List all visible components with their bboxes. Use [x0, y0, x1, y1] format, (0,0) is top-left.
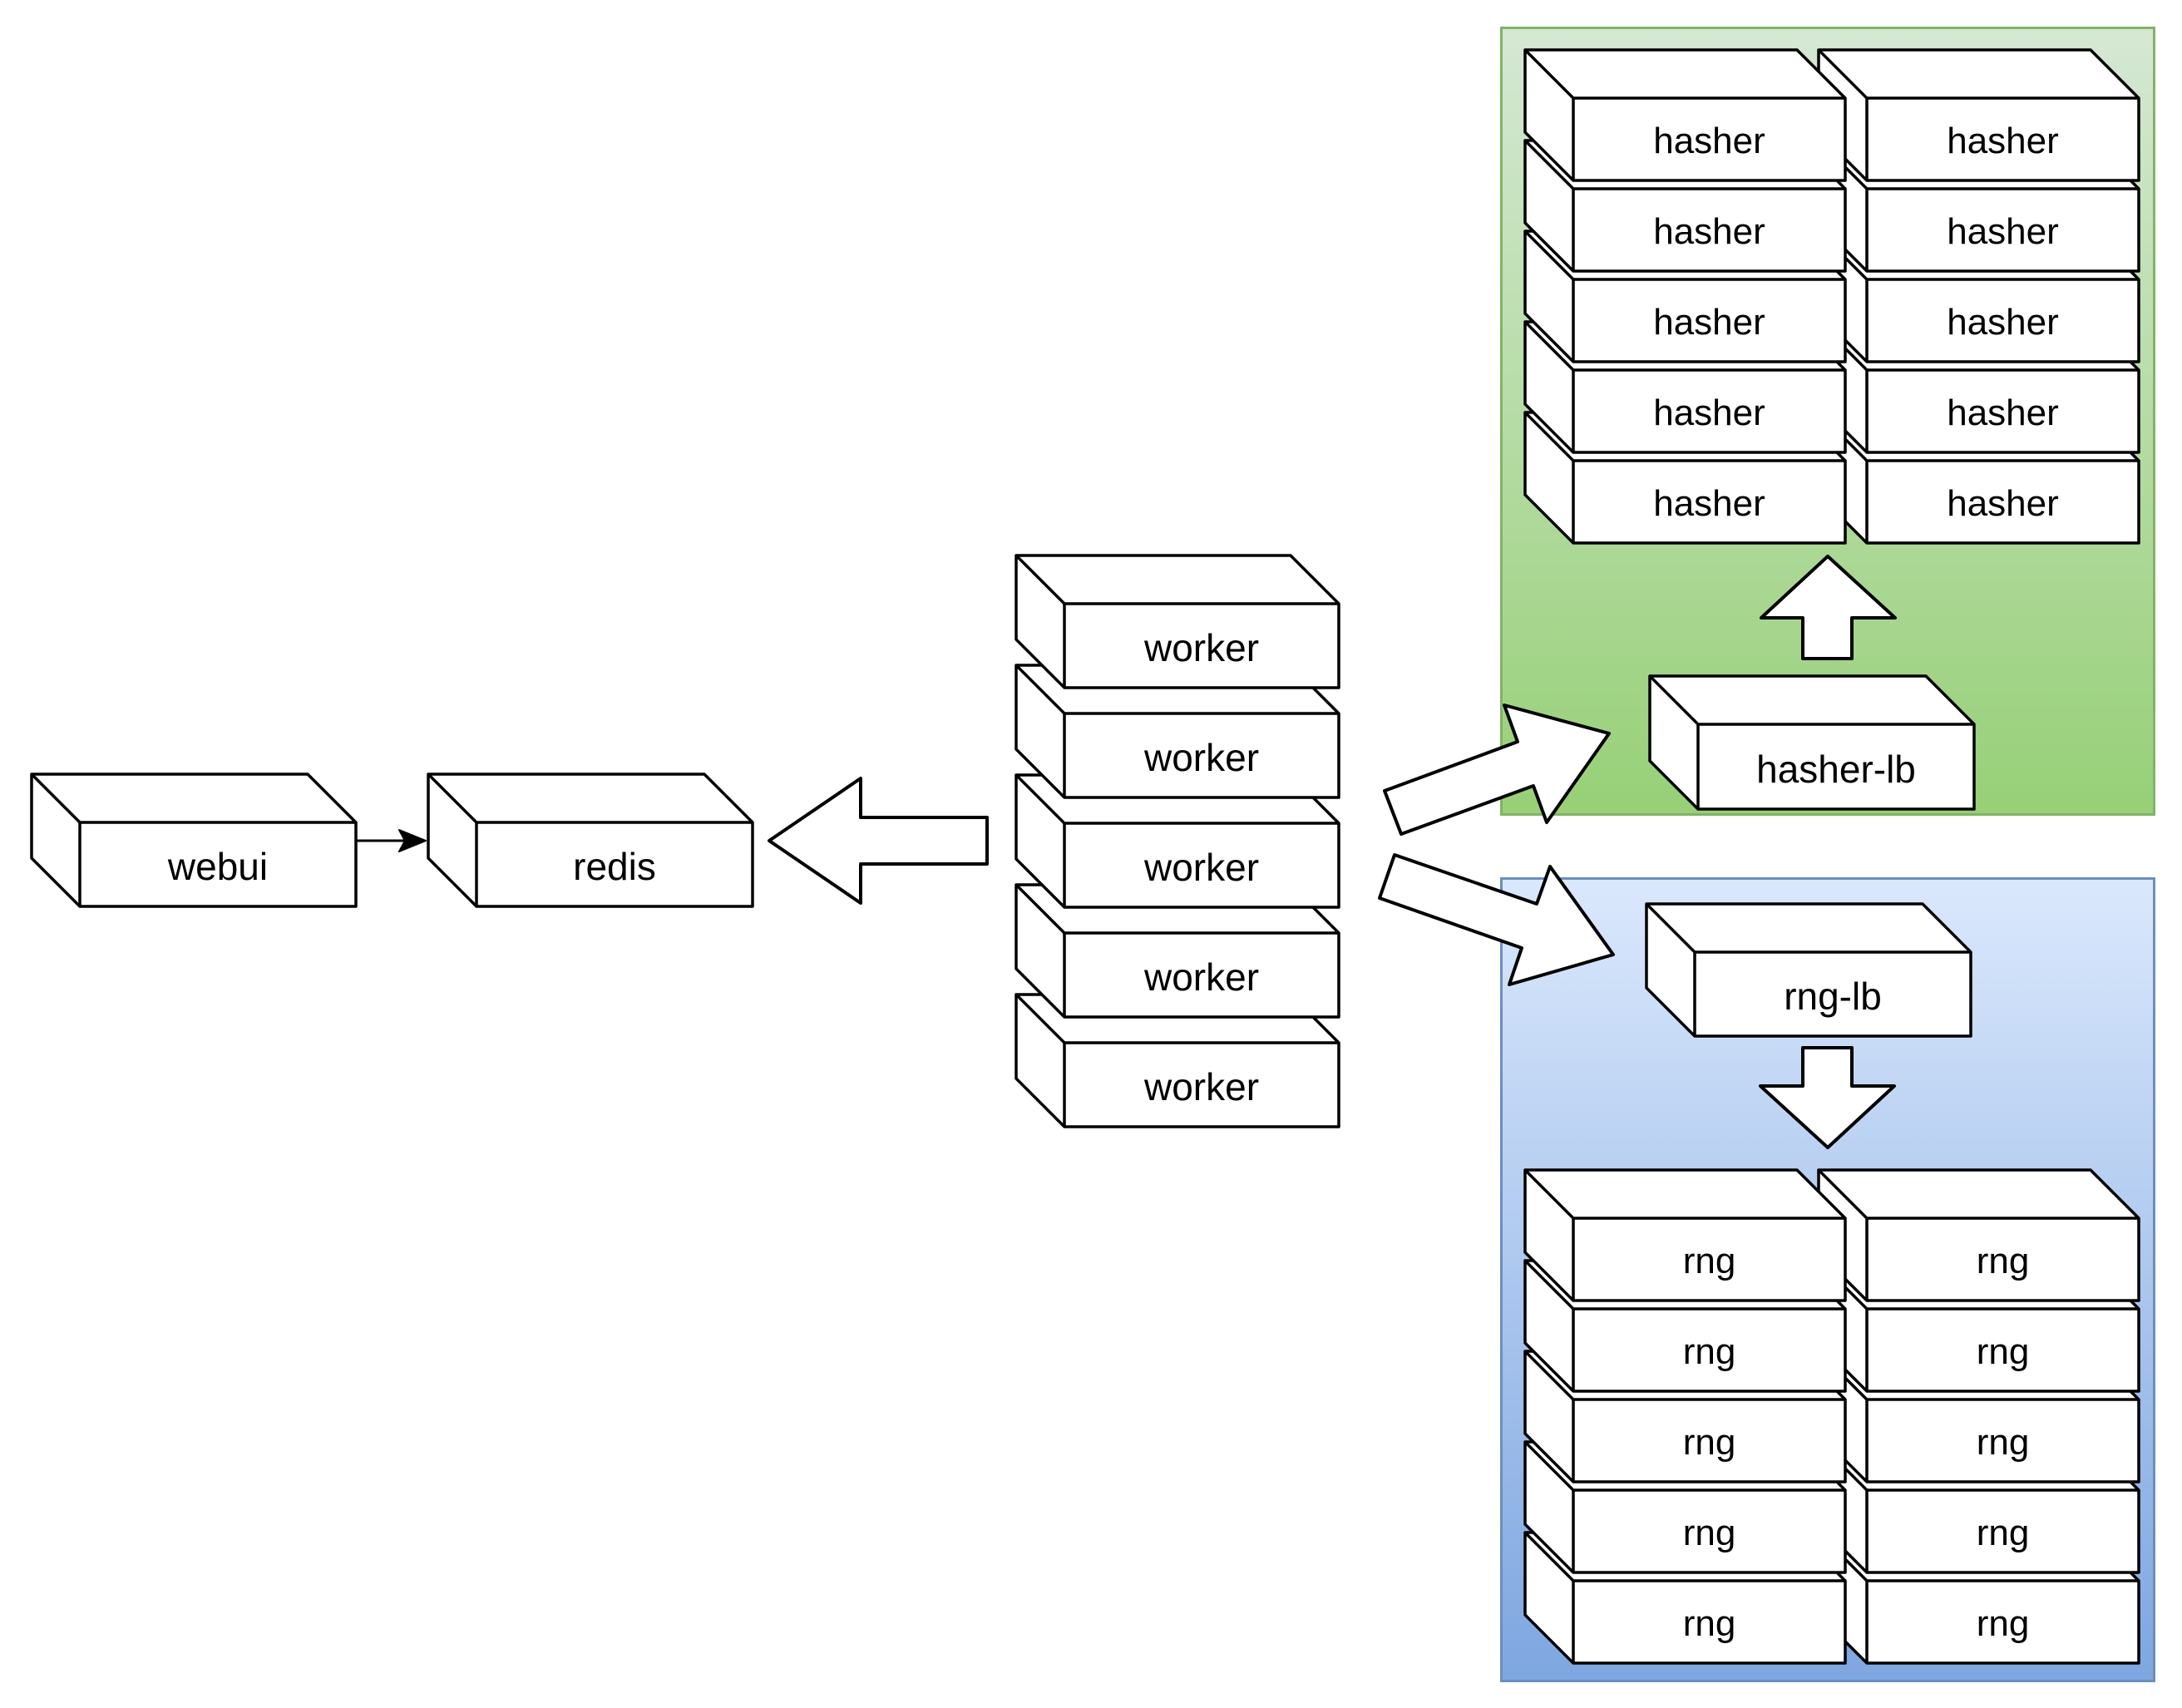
rng-label: rng — [1976, 1330, 2030, 1372]
hasher-lb-label: hasher-lb — [1756, 747, 1916, 791]
worker-node: worker — [1014, 664, 1340, 799]
hasher-lb-to-hashers-arrow — [1760, 555, 1897, 660]
rng-label: rng — [1976, 1512, 2030, 1553]
rng-label: rng — [1976, 1602, 2030, 1644]
redis-node: redis — [427, 773, 754, 908]
worker-label: worker — [1143, 846, 1260, 889]
hasher-label: hasher — [1653, 482, 1765, 524]
hasher-node: hasher — [1817, 48, 2140, 182]
hasher-label: hasher — [1947, 120, 2059, 161]
rng-label: rng — [1682, 1330, 1736, 1372]
rng-lb-node: rng-lb — [1645, 902, 1972, 1038]
workers-to-rng-lb-arrow — [1378, 853, 1615, 986]
hasher-label: hasher — [1947, 482, 2059, 524]
hasher-lb-node: hasher-lb — [1648, 674, 1976, 811]
cube-3d-icon — [1014, 554, 1340, 689]
worker-node: worker — [1014, 993, 1340, 1128]
hasher-label: hasher — [1947, 210, 2059, 252]
rng-lb-label: rng-lb — [1784, 975, 1882, 1018]
webui-to-redis-arrowhead — [398, 829, 427, 852]
hasher-label: hasher — [1947, 392, 2059, 433]
workers-to-hasher-lb-arrow — [1383, 703, 1611, 836]
rng-node: rng — [1817, 1168, 2140, 1302]
rng-label: rng — [1976, 1421, 2030, 1463]
worker-node: worker — [1014, 554, 1340, 689]
worker-label: worker — [1143, 626, 1260, 669]
cube-3d-icon — [1014, 664, 1340, 799]
hasher-node: hasher — [1523, 48, 1847, 182]
hasher-label: hasher — [1653, 392, 1765, 433]
rng-label: rng — [1682, 1602, 1736, 1644]
worker-node: worker — [1014, 773, 1340, 909]
worker-label: worker — [1143, 955, 1260, 999]
cube-3d-icon — [1014, 773, 1340, 909]
webui-label: webui — [167, 845, 269, 888]
workers-to-redis-arrow — [768, 777, 989, 905]
cube-3d-icon — [1648, 674, 1976, 811]
cube-3d-icon — [30, 773, 358, 908]
cube-3d-icon — [1523, 48, 1847, 182]
rng-label: rng — [1682, 1240, 1736, 1281]
rng-node: rng — [1523, 1168, 1847, 1302]
hasher-label: hasher — [1947, 301, 2059, 343]
cube-3d-icon — [427, 773, 754, 908]
hasher-label: hasher — [1653, 210, 1765, 252]
worker-label: worker — [1143, 736, 1260, 779]
cube-3d-icon — [1645, 902, 1972, 1038]
rng-lb-to-rngs-arrow — [1759, 1046, 1896, 1149]
hasher-label: hasher — [1653, 120, 1765, 161]
webui-node: webui — [30, 773, 358, 908]
rng-label: rng — [1682, 1421, 1736, 1463]
cube-3d-icon — [1523, 1168, 1847, 1302]
rng-label: rng — [1682, 1512, 1736, 1553]
hasher-label: hasher — [1653, 301, 1765, 343]
worker-label: worker — [1143, 1065, 1260, 1108]
rng-label: rng — [1976, 1240, 2030, 1281]
redis-label: redis — [573, 845, 656, 888]
